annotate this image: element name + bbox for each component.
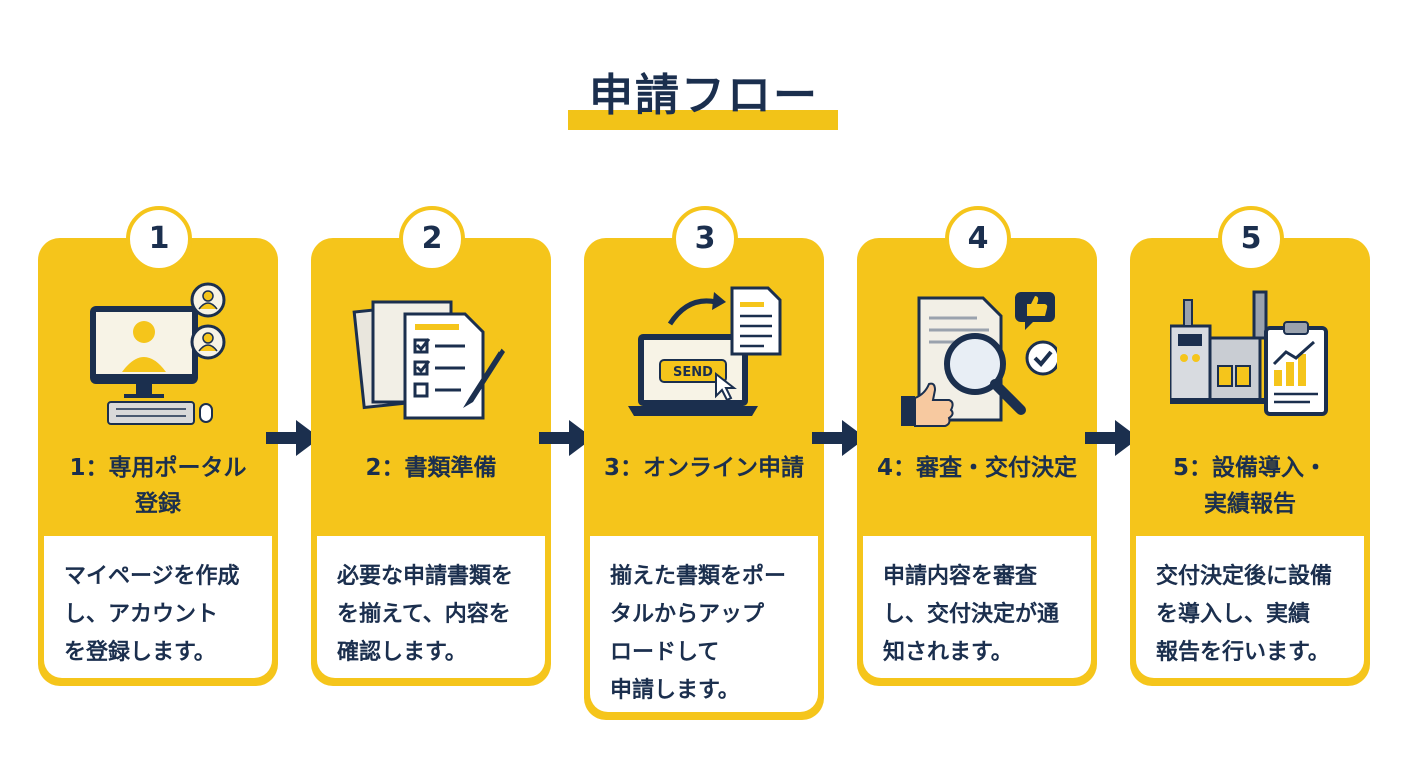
step-number: 2 [399,206,465,272]
svg-text:SEND: SEND [673,365,713,380]
title-area: 申請フロー [0,66,1408,136]
step-title: 2：書類準備 [365,455,497,481]
arrow-right-icon [266,420,320,456]
step-number: 1 [126,206,192,272]
step-title: 3：オンライン申請 [603,455,804,481]
magnifier-approval-icon [901,292,1057,427]
step-title: 1：専用ポータル 登録 [69,455,247,517]
document-checklist-icon [352,300,505,420]
step-number: 4 [945,206,1011,272]
arrow-right-icon [1085,420,1139,456]
computer-video-call-icon [90,282,226,425]
factory-report-icon [1170,290,1328,416]
arrow-right-icon [539,420,593,456]
step-description: マイページを作成 し、アカウント を登録します。 [44,536,272,678]
step-description: 揃えた書類をポー タルからアップ ロードして 申請します。 [590,536,818,712]
step-description: 申請内容を審査 し、交付決定が通 知されます。 [863,536,1091,678]
step-description: 必要な申請書類を を揃えて、内容を 確認します。 [317,536,545,678]
step-title: 4：審査・交付決定 [876,455,1077,481]
step-description: 交付決定後に設備 を導入し、実績 報告を行います。 [1136,536,1364,678]
arrow-right-icon [812,420,866,456]
page-title: 申請フロー [589,70,819,121]
laptop-send-icon: SEND [628,286,782,416]
title-underline [568,110,838,130]
step-number: 3 [672,206,738,272]
step-title: 5：設備導入・ 実績報告 [1172,455,1327,517]
step-number: 5 [1218,206,1284,272]
